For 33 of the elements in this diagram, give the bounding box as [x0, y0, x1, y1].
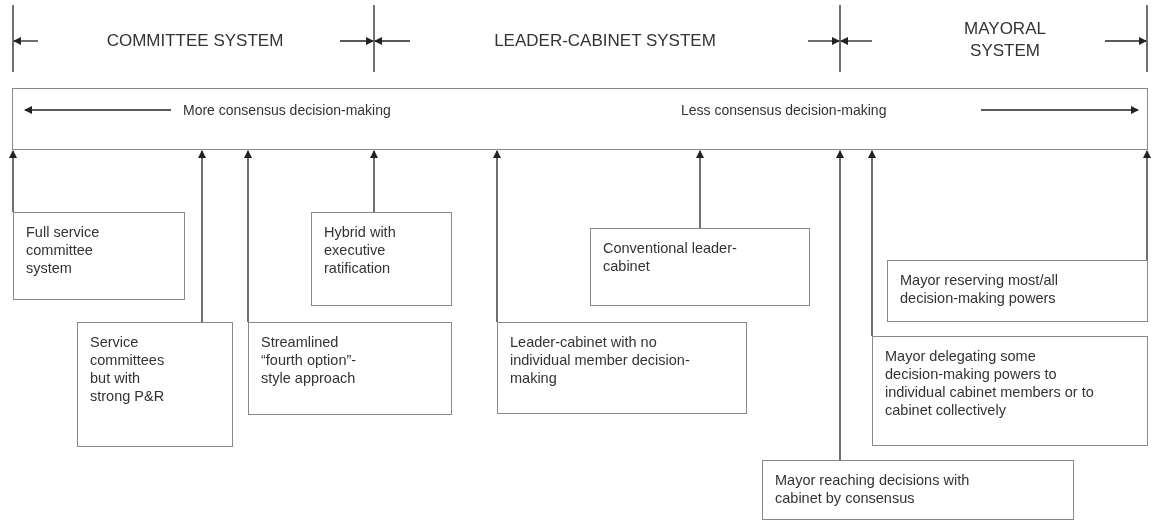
option-box: [497, 322, 747, 414]
system-heading: LEADER-CABINET SYSTEM: [493, 30, 717, 52]
option-text: Full service committee system: [26, 223, 101, 277]
option-box: [311, 212, 452, 306]
system-heading: COMMITTEE SYSTEM: [105, 30, 285, 52]
leader-arrow: [370, 150, 378, 213]
leader-arrow: [9, 150, 17, 213]
option-text: Conventional leader-cabinet: [603, 239, 738, 275]
option-text: Service committees but with strong P&R: [90, 333, 166, 405]
option-box: [590, 228, 810, 306]
option-text: Mayor reaching decisions with cabinet by consensus: [775, 471, 971, 507]
option-box: [762, 460, 1074, 520]
option-text: Leader-cabinet with no individual member decision-making: [510, 333, 690, 387]
leader-arrow: [198, 150, 206, 323]
option-box: [248, 322, 452, 415]
spectrum-label: Less consensus decision-making: [681, 101, 887, 119]
leader-arrow: [493, 150, 501, 323]
option-text: Hybrid with executive ratification: [324, 223, 397, 277]
option-text: Mayor reserving most/all decision-making powers: [900, 271, 1059, 307]
option-box: [77, 322, 233, 447]
spectrum-band: [12, 88, 1148, 150]
option-box: [872, 336, 1148, 446]
leader-arrow: [244, 150, 252, 323]
option-box: [887, 260, 1148, 322]
system-heading: MAYORAL SYSTEM: [963, 18, 1047, 62]
leader-arrow: [696, 150, 704, 229]
option-text: Mayor delegating some decision-making powers to individual cabinet members or to cabinet collectively: [885, 347, 1095, 419]
option-text: Streamlined “fourth option”-style approach: [261, 333, 358, 387]
leader-arrow: [1143, 150, 1151, 261]
spectrum-label: More consensus decision-making: [183, 101, 391, 119]
option-box: [13, 212, 185, 300]
leader-arrow: [836, 150, 844, 461]
leader-arrow: [868, 150, 876, 337]
